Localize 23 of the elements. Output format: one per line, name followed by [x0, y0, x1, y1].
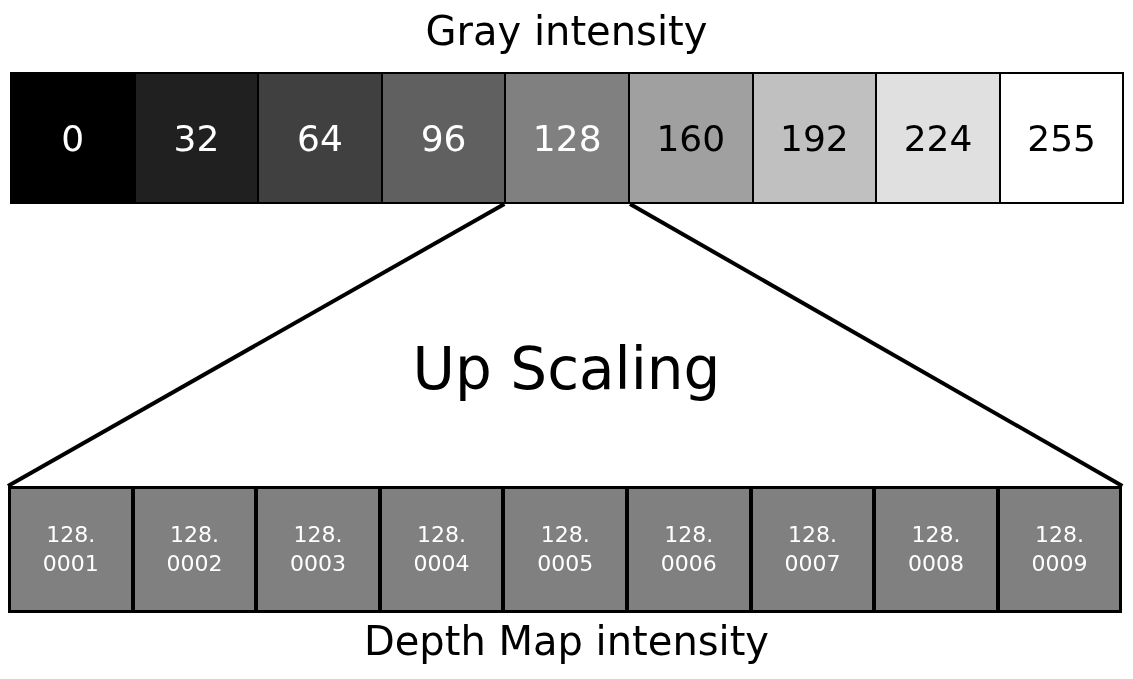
row-caption: Depth Map intensity [363, 618, 770, 664]
intensity-cell: 255 [998, 72, 1125, 204]
scaling-label: Up Scaling [412, 335, 721, 403]
intensity-cell: 192 [751, 72, 878, 204]
intensity-cell: 128. 0002 [131, 486, 258, 613]
intensity-cell: 160 [628, 72, 754, 204]
intensity-cell: 96 [380, 72, 507, 204]
intensity-cell: 32 [133, 72, 260, 204]
intensity-cell: 128. 0003 [255, 486, 381, 613]
intensity-cell: 64 [257, 72, 383, 204]
intensity-cell: 128. 0005 [502, 486, 628, 613]
intensity-cell: 128 [504, 72, 630, 204]
intensity-cell: 0 [10, 72, 136, 204]
intensity-cell: 128. 0004 [378, 486, 505, 613]
intensity-cell: 128. 0006 [626, 486, 752, 613]
intensity-cell: 128. 0009 [996, 486, 1123, 613]
intensity-cell: 128. 0008 [873, 486, 999, 613]
intensity-cell: 128. 0007 [749, 486, 876, 613]
intensity-cell: 128. 0001 [8, 486, 134, 613]
zoom-line [629, 202, 1124, 488]
row-caption: Gray intensity [425, 8, 708, 54]
zoom-line [7, 202, 506, 488]
intensity-cell: 224 [875, 72, 1001, 204]
